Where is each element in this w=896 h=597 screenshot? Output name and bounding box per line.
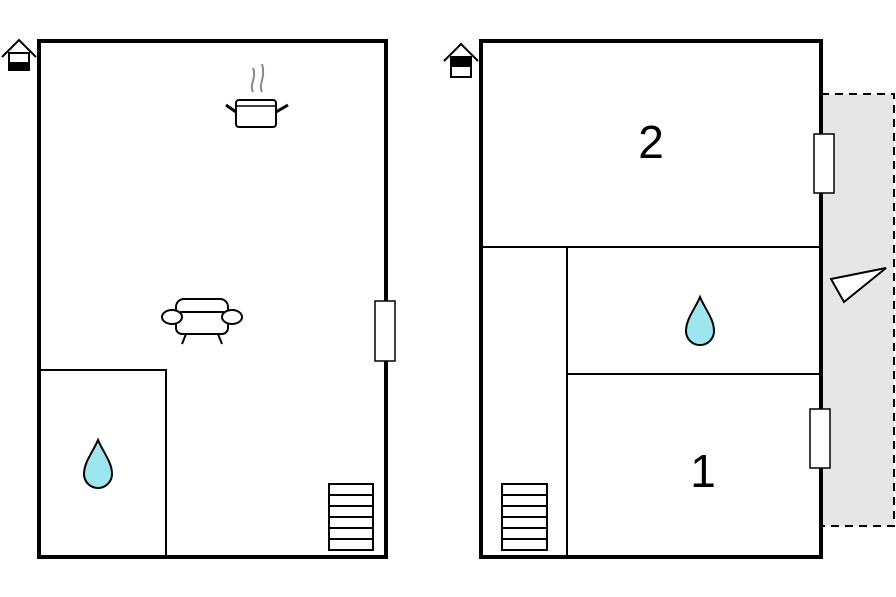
room-label-2: 2 bbox=[638, 116, 664, 168]
upper-floor-outline bbox=[479, 39, 823, 559]
north-arrow-icon bbox=[829, 267, 887, 304]
stairs-icon bbox=[501, 483, 548, 551]
cooking-pot-icon bbox=[225, 63, 289, 128]
stairs-icon bbox=[328, 483, 374, 551]
water-drop-icon bbox=[684, 294, 716, 346]
sofa-icon bbox=[161, 298, 243, 345]
ground-floor-outline bbox=[37, 39, 388, 559]
window bbox=[813, 133, 835, 194]
upper-floor: 2 1 bbox=[443, 39, 895, 559]
window bbox=[374, 300, 396, 362]
window bbox=[809, 408, 831, 469]
water-drop-icon bbox=[82, 437, 114, 489]
bathroom-wall bbox=[39, 369, 167, 557]
room-label-1: 1 bbox=[690, 445, 716, 497]
floor-level-icon bbox=[1, 38, 37, 71]
floor-level-icon bbox=[443, 42, 479, 78]
ground-floor bbox=[1, 38, 396, 559]
